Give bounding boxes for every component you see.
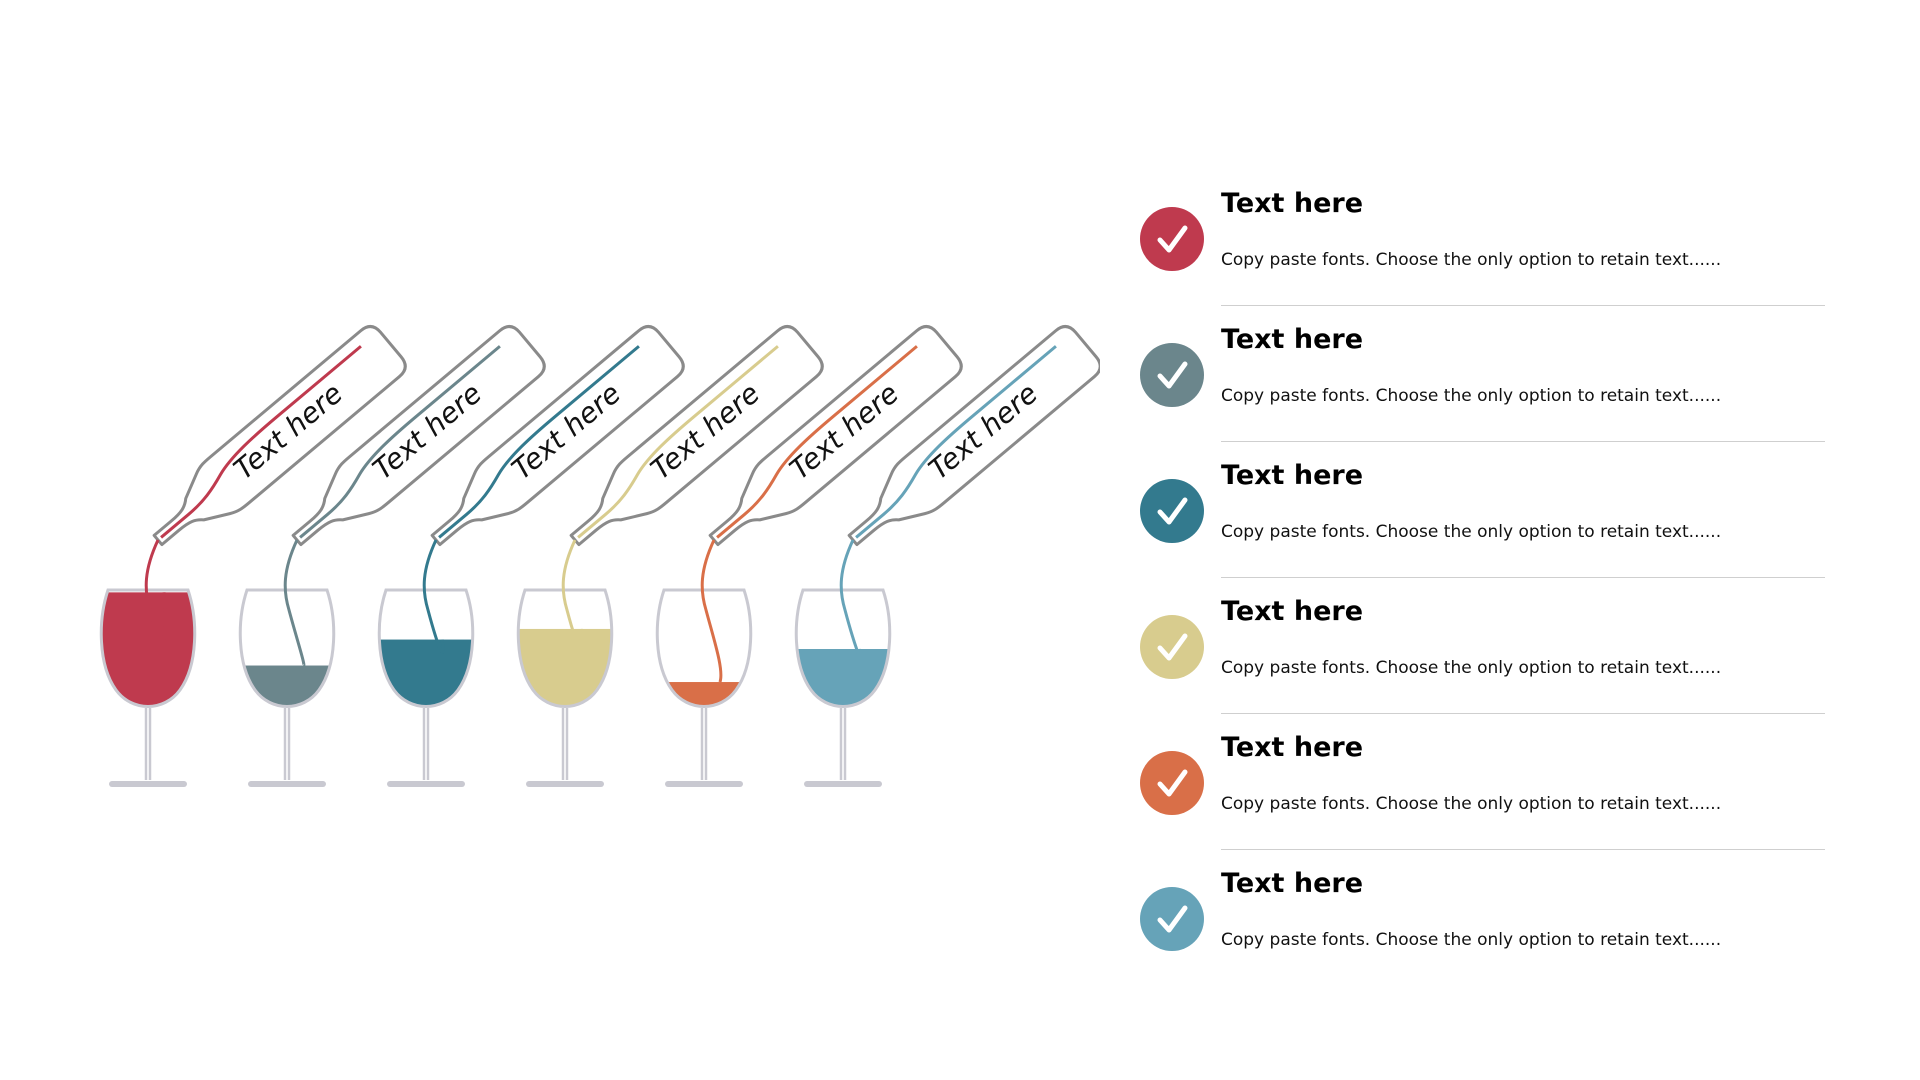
- item-title: Text here: [1221, 188, 1364, 219]
- divider: [1221, 849, 1825, 850]
- item-description: Copy paste fonts. Choose the only option…: [1221, 658, 1722, 678]
- bottle-outline: [847, 325, 1100, 547]
- divider: [1221, 713, 1825, 714]
- item-title: Text here: [1221, 324, 1364, 355]
- bottle-outline: [291, 325, 546, 547]
- divider: [1221, 441, 1825, 442]
- glass-stem: [700, 708, 708, 780]
- list-item: Text here Copy paste fonts. Choose the o…: [1140, 180, 1830, 316]
- item-title: Text here: [1221, 596, 1364, 627]
- check-circle: [1140, 615, 1204, 679]
- divider: [1221, 577, 1825, 578]
- bottle-ribbon: [299, 345, 501, 539]
- glass-stem: [422, 708, 430, 780]
- check-icon: [1157, 769, 1188, 797]
- list-item: Text here Copy paste fonts. Choose the o…: [1140, 860, 1830, 996]
- wine-liquid: [796, 649, 890, 707]
- glass-stem: [839, 708, 847, 780]
- item-title: Text here: [1221, 460, 1364, 491]
- pour-stream: [700, 539, 723, 683]
- pour-stream: [144, 539, 167, 644]
- check-circle: [1140, 479, 1204, 543]
- check-icon: [1157, 225, 1188, 253]
- wine-bottle: Text here: [847, 325, 1100, 547]
- bottle-ribbon: [716, 345, 918, 539]
- wine-liquid: [657, 682, 751, 707]
- check-circle: [1140, 887, 1204, 951]
- list-item: Text here Copy paste fonts. Choose the o…: [1140, 316, 1830, 452]
- glass-bowl: [238, 588, 336, 708]
- glass-bowl: [377, 588, 475, 708]
- glass-bowl: [99, 588, 197, 708]
- item-description: Copy paste fonts. Choose the only option…: [1221, 250, 1722, 270]
- glass-bowl: [794, 588, 892, 708]
- glass-stem: [144, 708, 152, 780]
- list-item: Text here Copy paste fonts. Choose the o…: [1140, 452, 1830, 588]
- item-description: Copy paste fonts. Choose the only option…: [1221, 522, 1722, 542]
- glass-stem: [561, 708, 569, 780]
- bottle-ribbon: [438, 345, 640, 539]
- bottle-outline: [430, 325, 685, 547]
- glass-bowl: [516, 588, 614, 708]
- item-description: Copy paste fonts. Choose the only option…: [1221, 386, 1722, 406]
- bottle-outline: [569, 325, 824, 547]
- pour-stream: [283, 539, 306, 668]
- check-icon: [1157, 905, 1188, 933]
- bottle-ribbon: [577, 345, 779, 539]
- wine-bottle: Text here: [291, 325, 546, 547]
- glass-bowl: [655, 588, 753, 708]
- list-item: Text here Copy paste fonts. Choose the o…: [1140, 724, 1830, 860]
- wine-liquid: [240, 665, 334, 707]
- check-icon: [1157, 633, 1188, 661]
- check-circle: [1140, 343, 1204, 407]
- item-description: Copy paste fonts. Choose the only option…: [1221, 930, 1722, 950]
- pour-stream: [839, 539, 862, 658]
- bottle-ribbon: [160, 345, 362, 539]
- check-icon: [1157, 361, 1188, 389]
- check-circle: [1140, 751, 1204, 815]
- pour-stream: [422, 539, 445, 654]
- list-item: Text here Copy paste fonts. Choose the o…: [1140, 588, 1830, 724]
- item-list: Text here Copy paste fonts. Choose the o…: [1140, 180, 1830, 980]
- divider: [1221, 305, 1825, 306]
- item-title: Text here: [1221, 732, 1364, 763]
- check-icon: [1157, 497, 1188, 525]
- bottle-outline: [152, 325, 407, 547]
- check-circle: [1140, 207, 1204, 271]
- pour-stream: [561, 539, 584, 651]
- bottle-outline: [708, 325, 963, 547]
- item-title: Text here: [1221, 868, 1364, 899]
- bottle-ribbon: [855, 345, 1057, 539]
- item-description: Copy paste fonts. Choose the only option…: [1221, 794, 1722, 814]
- glass-stem: [283, 708, 291, 780]
- wine-liquid: [101, 592, 195, 707]
- wine-bottle: Text here: [430, 325, 685, 547]
